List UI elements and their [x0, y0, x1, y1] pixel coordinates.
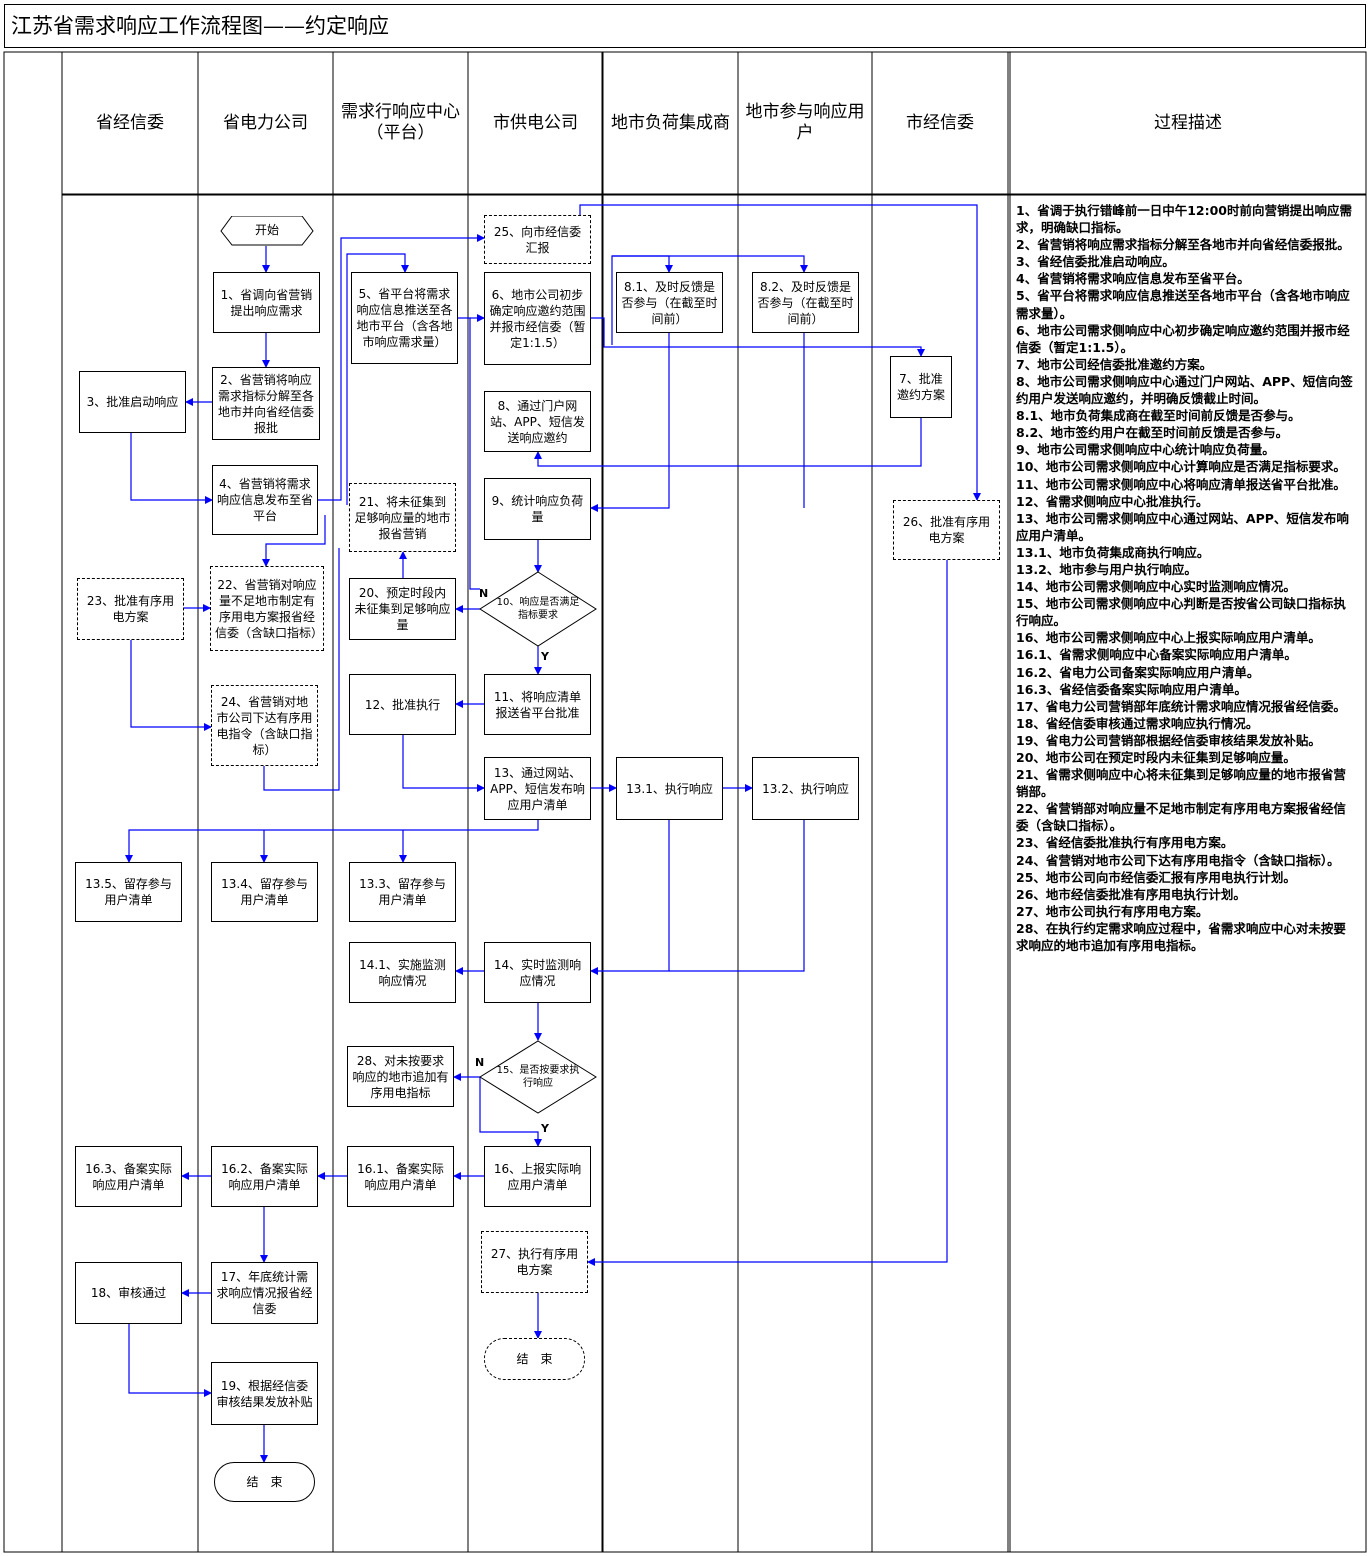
decision-15 [479, 1040, 597, 1114]
node-24-issue-order: 24、省营销对地市公司下达有序用电指令（含缺口指标） [211, 685, 318, 766]
node-21-report-shortage: 21、将未征集到足够响应量的地市报省营销 [349, 483, 456, 552]
node-17-yearly-stat: 17、年底统计需求响应情况报省经信委 [211, 1262, 318, 1324]
node-162-file-list: 16.2、备案实际响应用户清单 [211, 1146, 318, 1207]
node-134-keep-list: 13.4、留存参与用户清单 [211, 862, 318, 922]
desc-line: 16.2、省电力公司备案实际响应用户清单。 [1016, 664, 1260, 680]
node-8-send-invite: 8、通过门户网站、APP、短信发送响应邀约 [484, 391, 591, 452]
desc-line: 15、地市公司需求侧响应中心判断是否按省公司缺口指标执行响应。 [1016, 596, 1346, 629]
lane-header-process-description: 过程描述 [1154, 112, 1222, 133]
desc-line: 28、在执行约定需求响应过程中，省需求响应中心对未按要求响应的地市追加有序用电指… [1016, 920, 1346, 954]
decision-10-no: N [479, 587, 489, 600]
process-description: 1、省调于执行错峰前一日中午12:00时前向营销提出响应需求，明确缺口指标。 2… [1016, 202, 1356, 954]
desc-line: 9、地市公司需求侧响应中心统计响应负荷量。 [1016, 442, 1275, 458]
decision-10-yes: Y [541, 650, 549, 663]
page-title: 江苏省需求响应工作流程图——约定响应 [4, 4, 1366, 48]
desc-line: 14、地市公司需求侧响应中心实时监测响应情况。 [1016, 579, 1296, 595]
desc-line: 20、地市公司在预定时段内未征集到足够响应量。 [1016, 750, 1296, 765]
end-terminal-1: 结 束 [214, 1462, 315, 1502]
desc-line: 16.3、省经信委备案实际响应用户清单。 [1016, 681, 1247, 697]
node-131-execute: 13.1、执行响应 [616, 757, 723, 820]
desc-line: 19、省电力公司营销部根据经信委审核结果发放补贴。 [1016, 732, 1321, 748]
desc-line: 26、地市经信委批准有序用电执行计划。 [1016, 886, 1246, 902]
desc-line: 8.2、地市签约用户在截至时间前反馈是否参与。 [1016, 425, 1289, 441]
desc-line: 22、省营销部对响应量不足地市制定有序用电方案报省经信委（含缺口指标）。 [1016, 801, 1346, 834]
node-13-publish-list: 13、通过网站、APP、短信发布响应用户清单 [484, 757, 591, 820]
desc-line: 2、省营销将响应需求指标分解至各地市并向省经信委报批。 [1016, 237, 1350, 253]
node-22-make-plan: 22、省营销对响应量不足地市制定有序用电方案报省经信委（含缺口指标） [210, 566, 324, 651]
node-3-approve-start: 3、批准启动响应 [79, 371, 186, 433]
lane-header-province-power: 省电力公司 [223, 112, 308, 133]
node-23-approve-plan: 23、批准有序用电方案 [77, 578, 184, 640]
node-4-publish-platform: 4、省营销将需求响应信息发布至省平台 [212, 465, 318, 535]
node-12-approve-exec: 12、批准执行 [349, 674, 456, 735]
desc-line: 8.1、地市负荷集成商在截至时间前反馈是否参与。 [1016, 408, 1301, 424]
node-163-file-list: 16.3、备案实际响应用户清单 [75, 1146, 182, 1207]
node-26-approve-plan: 26、批准有序用电方案 [893, 500, 1000, 560]
desc-line: 8、地市公司需求侧响应中心通过门户网站、APP、短信向签约用户发送响应邀约，并明… [1016, 373, 1353, 407]
end-terminal-2: 结 束 [484, 1338, 585, 1380]
desc-line: 1、省调于执行错峰前一日中午12:00时前向营销提出响应需求，明确缺口指标。 [1016, 203, 1352, 236]
decision-15-label: 15、是否按要求执行响应 [496, 1065, 580, 1089]
desc-line: 3、省经信委批准启动响应。 [1016, 254, 1175, 270]
node-11-submit-list: 11、将响应清单报送省平台批准 [484, 674, 591, 735]
node-5-push-city: 5、省平台将需求响应信息推送至各地市平台（含各地市响应需求量） [351, 272, 458, 364]
node-2-split-indicator: 2、省营销将响应需求指标分解至各地市并向省经信委报批 [212, 367, 320, 440]
node-81-feedback: 8.1、及时反馈是否参与（在截至时间前） [616, 272, 723, 333]
desc-line: 12、省需求侧响应中心批准执行。 [1016, 493, 1209, 509]
node-6-invite-scope: 6、地市公司初步确定响应邀约范围并报市经信委（暂定1:1.5） [484, 272, 591, 365]
node-141-monitor: 14.1、实施监测响应情况 [349, 942, 456, 1003]
start-terminal [220, 216, 314, 246]
node-18-audit-pass: 18、审核通过 [75, 1262, 182, 1324]
lane-header-city-commission: 市经信委 [906, 112, 974, 133]
lane-header-city-power: 市供电公司 [493, 112, 578, 133]
decision-10 [479, 571, 597, 647]
node-27-exec-plan: 27、执行有序用电方案 [481, 1231, 588, 1293]
node-14-realtime-monitor: 14、实时监测响应情况 [484, 942, 591, 1003]
desc-line: 18、省经信委审核通过需求响应执行情况。 [1016, 715, 1259, 731]
desc-line: 16.1、省需求侧响应中心备案实际响应用户清单。 [1016, 647, 1297, 663]
desc-line: 7、地市公司经信委批准邀约方案。 [1016, 356, 1213, 372]
desc-line: 17、省电力公司营销部年底统计需求响应情况报省经信委。 [1016, 698, 1346, 714]
node-9-stat-load: 9、统计响应负荷量 [484, 478, 591, 540]
desc-line: 5、省平台将需求响应信息推送至各地市平台（含各地市响应需求量）。 [1016, 288, 1350, 321]
node-82-feedback: 8.2、及时反馈是否参与（在截至时间前） [752, 272, 859, 333]
decision-10-label: 10、响应是否满足指标要求 [496, 597, 580, 621]
node-161-file-list: 16.1、备案实际响应用户清单 [347, 1146, 454, 1207]
node-25-report-commission: 25、向市经信委汇报 [484, 215, 591, 264]
lane-header-load-aggregator: 地市负荷集成商 [611, 112, 730, 133]
desc-line: 21、省需求侧响应中心将未征集到足够响应量的地市报省营销部。 [1016, 767, 1346, 800]
lane-header-demand-center: 需求行响应中心（平台） [341, 102, 460, 143]
node-16-report-actual: 16、上报实际响应用户清单 [484, 1146, 591, 1207]
node-1-dispatch-request: 1、省调向省营销提出响应需求 [213, 272, 320, 333]
lane-header-city-users: 地市参与响应用户 [745, 102, 865, 143]
node-20-not-enough: 20、预定时段内未征集到足够响应量 [349, 578, 456, 640]
desc-line: 6、地市公司需求侧响应中心初步确定响应邀约范围并报市经信委（暂定1:1.5）。 [1016, 322, 1350, 355]
node-7-approve-invite: 7、批准邀约方案 [890, 356, 952, 418]
lane-header-province-commission: 省经信委 [96, 112, 164, 133]
node-28-add-indicator: 28、对未按要求响应的地市追加有序用电指标 [347, 1046, 454, 1107]
desc-line: 10、地市公司需求侧响应中心计算响应是否满足指标要求。 [1016, 459, 1346, 475]
desc-line: 4、省营销将需求响应信息发布至省平台。 [1016, 271, 1250, 287]
start-label: 开始 [254, 223, 279, 237]
node-19-pay-subsidy: 19、根据经信委审核结果发放补贴 [211, 1362, 318, 1425]
desc-line: 13.2、地市参与用户执行响应。 [1016, 561, 1197, 577]
desc-line: 23、省经信委批准执行有序用电方案。 [1016, 835, 1234, 851]
desc-line: 13、地市公司需求侧响应中心通过网站、APP、短信发布响应用户清单。 [1016, 510, 1349, 543]
node-135-keep-list: 13.5、留存参与用户清单 [75, 862, 182, 922]
desc-line: 13.1、地市负荷集成商执行响应。 [1016, 544, 1210, 560]
node-132-execute: 13.2、执行响应 [752, 757, 859, 820]
node-133-keep-list: 13.3、留存参与用户清单 [349, 862, 456, 922]
desc-line: 11、地市公司需求侧响应中心将响应清单报送省平台批准。 [1016, 476, 1346, 492]
desc-line: 16、地市公司需求侧响应中心上报实际响应用户清单。 [1016, 630, 1321, 646]
decision-15-yes: Y [541, 1122, 549, 1135]
decision-15-no: N [475, 1056, 485, 1069]
desc-line: 24、省营销对地市公司下达有序用电指令（含缺口指标）。 [1016, 852, 1340, 868]
desc-line: 27、地市公司执行有序用电方案。 [1016, 903, 1209, 919]
desc-line: 25、地市公司向市经信委汇报有序用电执行计划。 [1016, 869, 1296, 885]
